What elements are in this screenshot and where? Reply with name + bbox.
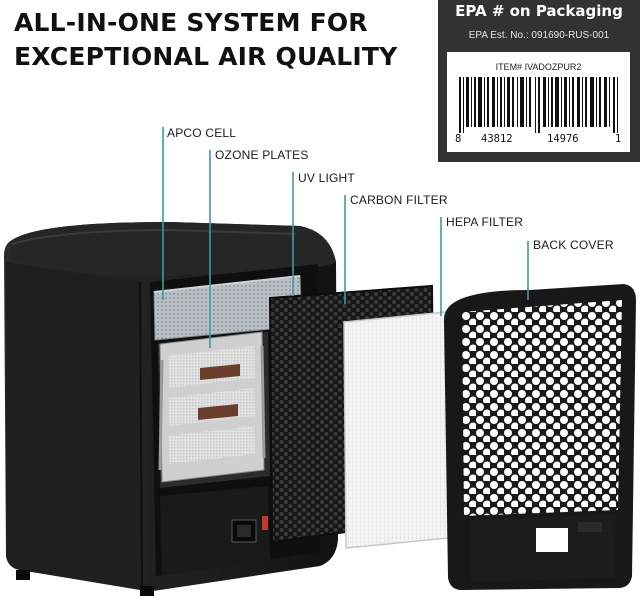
headline-line-1: ALL-IN-ONE SYSTEM FOR	[14, 8, 368, 37]
callout-hepa-filter: HEPA FILTER	[446, 215, 524, 229]
barcode-icon	[459, 77, 618, 133]
callout-ozone-plates: OZONE PLATES	[215, 148, 309, 162]
barcode-digit-group-1: 43812	[481, 133, 513, 145]
epa-title: EPA # on Packaging	[455, 2, 623, 20]
barcode-label: ITEM# IVADOZPUR2 8 43812 14976 1	[447, 52, 630, 152]
hepa-filter	[343, 311, 449, 549]
callout-carbon-filter: CARBON FILTER	[350, 193, 448, 207]
headline-line-2: EXCEPTIONAL AIR QUALITY	[14, 42, 398, 71]
callout-back-cover: BACK COVER	[533, 238, 614, 252]
callout-uv-light: UV LIGHT	[298, 171, 355, 185]
barcode-digit-prefix: 8	[455, 133, 462, 145]
barcode-item-number: ITEM# IVADOZPUR2	[495, 62, 582, 72]
headline: ALL-IN-ONE SYSTEM FOR EXCEPTIONAL AIR QU…	[14, 6, 434, 74]
callout-lines	[162, 127, 529, 348]
barcode-digit-group-2: 14976	[547, 133, 579, 145]
callout-apco-cell: APCO CELL	[167, 126, 237, 140]
epa-establishment-number: EPA Est. No.: 091690-RUS-001	[468, 30, 610, 41]
back-cover	[444, 284, 636, 590]
barcode-digit-check: 1	[615, 133, 622, 145]
